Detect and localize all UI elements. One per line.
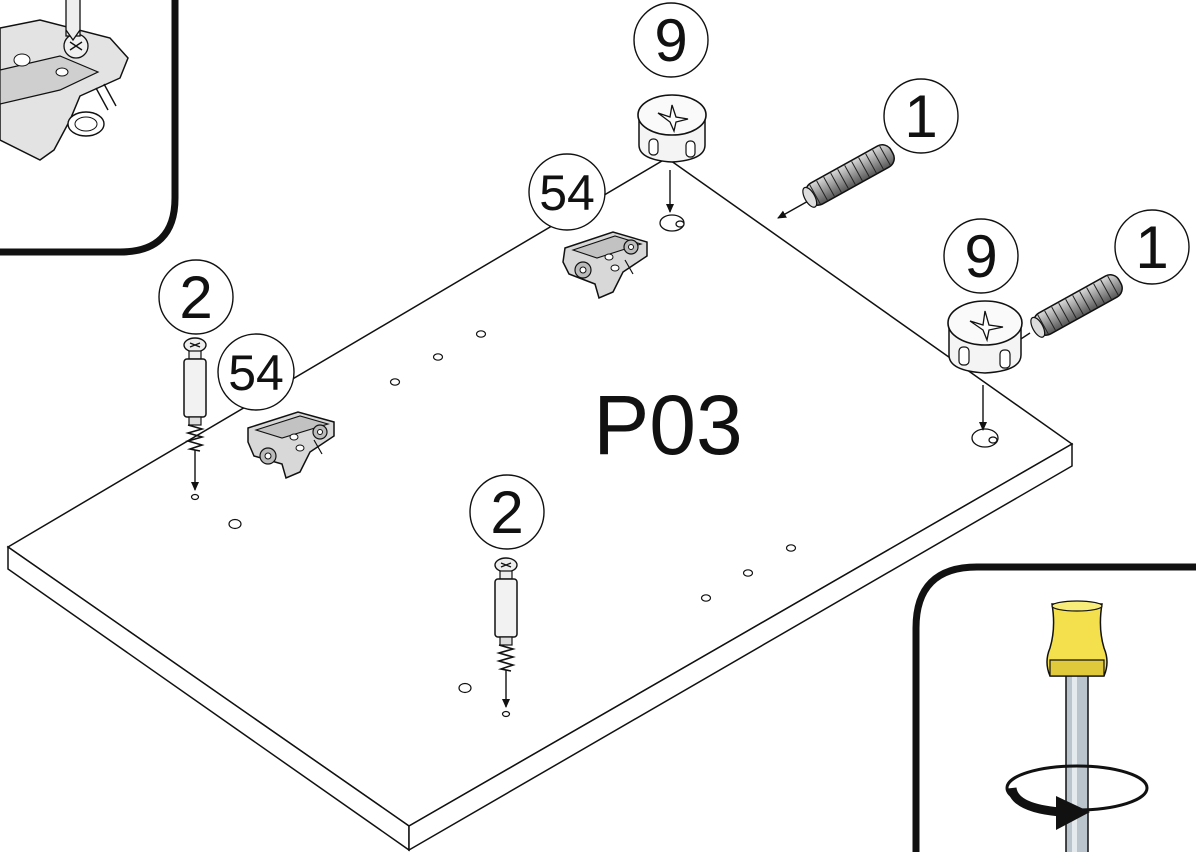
panel-p03: P03 — [6, 157, 1074, 852]
svg-text:54: 54 — [539, 165, 595, 221]
hinge-plate-icon — [562, 231, 648, 300]
cam-lock-icon — [947, 300, 1023, 374]
hinge-plate-icon — [247, 411, 335, 480]
svg-text:1: 1 — [1135, 214, 1168, 281]
cam-bolt-icon — [494, 557, 518, 672]
detail-inset-bottom-right — [912, 563, 1196, 852]
screwdriver-icon — [65, 0, 81, 42]
svg-text:2: 2 — [490, 479, 523, 546]
camlock-holes — [659, 214, 999, 448]
svg-text:9: 9 — [654, 7, 687, 74]
callout-camlock-b: 9 — [943, 218, 1019, 294]
callout-hinge-plate-a: 54 — [528, 153, 606, 231]
svg-text:2: 2 — [179, 264, 212, 331]
dowel-icon — [1030, 274, 1123, 338]
detail-inset-top-left — [0, 0, 179, 256]
cam-lock-icon — [637, 94, 707, 163]
svg-text:9: 9 — [964, 223, 997, 290]
cam-bolt-icon — [183, 337, 207, 452]
callout-dowel-b: 1 — [1114, 209, 1190, 285]
dowel-icon — [802, 144, 895, 208]
callout-dowel-a: 1 — [883, 78, 959, 154]
callout-camlock-a: 9 — [633, 2, 709, 78]
hinge-detail — [0, 19, 129, 161]
callout-cam-bolt-b: 2 — [469, 474, 545, 550]
rotation-arrow-icon — [1005, 764, 1149, 830]
callout-cam-bolt-a: 2 — [158, 259, 234, 335]
panel-holes — [190, 330, 797, 718]
svg-text:54: 54 — [228, 345, 284, 401]
svg-text:1: 1 — [904, 83, 937, 150]
callout-hinge-plate-b: 54 — [217, 333, 295, 411]
panel-label: P03 — [593, 378, 742, 472]
